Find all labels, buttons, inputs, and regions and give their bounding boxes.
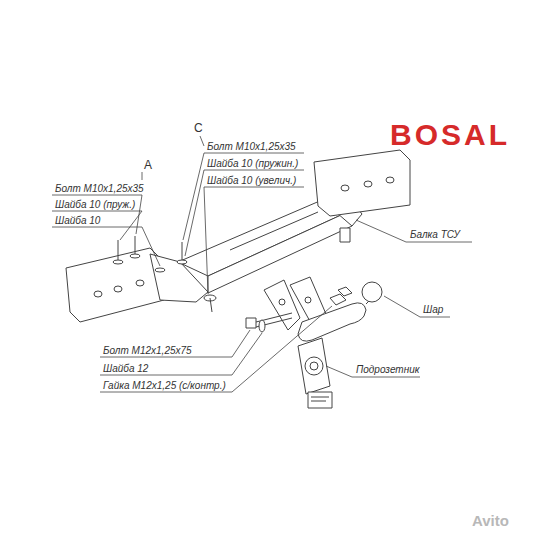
beam-front (208, 210, 352, 293)
data-plate (308, 392, 332, 408)
part-name: Болт М10х1,25х35 (55, 183, 144, 195)
part-name: Шайба 10 (55, 215, 100, 227)
part-name: Болт М12х1,25х75 (103, 345, 192, 357)
left-bracket (66, 248, 164, 322)
socket-plate (298, 338, 330, 394)
part-name: Шар (423, 304, 443, 316)
part-name: Шайба 12 (103, 363, 148, 375)
brand-logo: BOSAL (390, 118, 510, 152)
group-letter: C (194, 122, 203, 134)
part-name: Подрозетник (356, 364, 419, 376)
group-letter: A (144, 159, 152, 171)
part-name: Шайба 10 (увелич.) (207, 175, 296, 187)
part-name: Гайка М12х1,25 (с/контр.) (103, 380, 226, 392)
ball-mount (298, 303, 366, 341)
part-name: Болт М10х1,25х35 (207, 141, 296, 153)
right-bracket (314, 150, 410, 216)
bracket-tab (340, 228, 350, 242)
watermark: Avito (472, 512, 509, 530)
part-name: Шайба 10 (пружин.) (207, 158, 298, 170)
part-name: Балка ТСУ (410, 229, 460, 241)
part-name: Шайба 10 (пруж.) (55, 199, 135, 211)
tow-ball (362, 282, 382, 302)
